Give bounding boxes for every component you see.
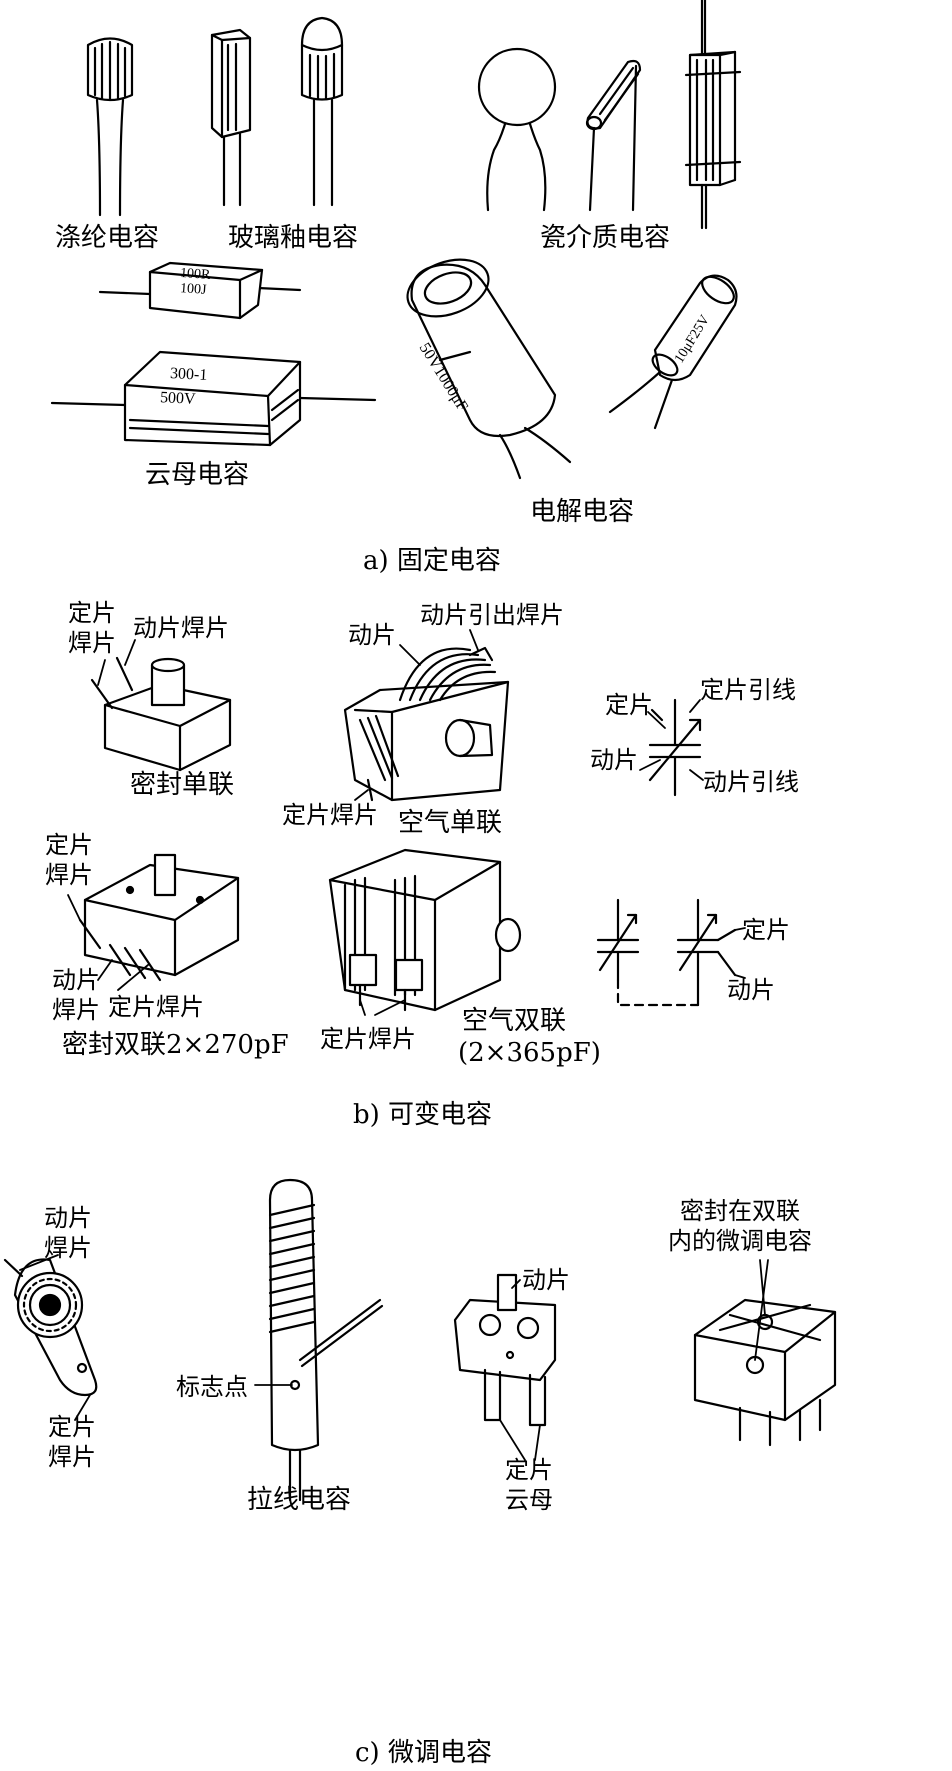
trimmer-3-drawing xyxy=(455,1275,555,1425)
glass-glaze-capacitor-drawing xyxy=(212,30,250,205)
caption-c: c) 微调电容 xyxy=(355,1738,492,1768)
label-dual-sealed-name: 密封双联2×270pF xyxy=(62,1030,289,1060)
label-glass: 玻璃釉电容 xyxy=(228,223,359,253)
label-sym1-rotor-lead: 动片引线 xyxy=(703,768,799,796)
trimmer-1-drawing xyxy=(5,1259,96,1395)
electrolytic-large-capacitor-drawing xyxy=(400,249,570,478)
label-sym2-stator: 定片 xyxy=(742,916,790,944)
mica-small-capacitor-drawing xyxy=(100,263,300,318)
glass-glaze-capacitor2-drawing xyxy=(302,18,342,205)
label-trim1-stator: 定片 焊片 xyxy=(48,1413,96,1471)
label-ceramic: 瓷介质电容 xyxy=(540,223,671,253)
air-single-variable-drawing xyxy=(345,648,508,800)
label-wire-mark: 标志点 xyxy=(176,1373,248,1401)
label-dual-sealed-rotor: 动片 焊片 xyxy=(52,966,100,1024)
label-dacron: 涤纶电容 xyxy=(55,223,160,253)
variable-capacitor-symbol-2 xyxy=(598,900,735,1005)
sealed-dual-variable-drawing xyxy=(80,855,238,980)
label-air-single-rotor-lead: 动片引出焊片 xyxy=(420,601,564,629)
label-dual-sealed-stator2: 定片焊片 xyxy=(108,993,204,1021)
label-air-dual-name: 空气双联 xyxy=(462,1006,567,1036)
variable-capacitor-symbol-1 xyxy=(650,700,700,795)
mica-large-mark-1: 300-1 xyxy=(169,365,208,384)
label-sym1-stator-lead: 定片引线 xyxy=(700,676,796,704)
label-electrolytic: 电解电容 xyxy=(530,497,635,527)
label-trim1-rotor: 动片 焊片 xyxy=(44,1204,92,1262)
electrolytic-small-capacitor-drawing xyxy=(610,271,738,428)
dacron-capacitor-drawing xyxy=(88,39,132,216)
label-single-sealed-name: 密封单联 xyxy=(130,770,235,800)
mica-large-mark-2: 500V xyxy=(159,389,197,408)
label-trim3-rotor: 动片 xyxy=(522,1266,570,1294)
mica-large-capacitor-drawing xyxy=(52,352,375,445)
label-sym2-rotor: 动片 xyxy=(727,976,775,1004)
label-air-single-rotor: 动片 xyxy=(348,621,396,649)
label-sym1-rotor: 动片 xyxy=(590,746,638,774)
label-single-sealed-stator: 定片 焊片 xyxy=(68,599,116,657)
mica-small-mark-2: 100J xyxy=(179,281,207,298)
label-air-single-stator: 定片焊片 xyxy=(282,801,378,829)
ceramic-tube-capacitor-drawing xyxy=(587,61,640,210)
label-single-sealed-rotor: 动片焊片 xyxy=(133,614,229,642)
label-air-dual-value: (2×365pF) xyxy=(458,1038,601,1068)
caption-b: b) 可变电容 xyxy=(353,1100,493,1130)
label-mica: 云母电容 xyxy=(145,460,250,490)
label-air-single-name: 空气单联 xyxy=(398,808,503,838)
wire-wound-trimmer-drawing xyxy=(270,1180,382,1500)
air-dual-variable-drawing xyxy=(330,850,520,1010)
label-air-dual-stator: 定片焊片 xyxy=(320,1025,416,1053)
label-sym1-stator: 定片 xyxy=(605,691,653,719)
leader-lines xyxy=(20,630,768,1460)
label-wire-name: 拉线电容 xyxy=(247,1485,352,1515)
ceramic-feedthrough-capacitor-drawing xyxy=(686,0,740,228)
label-trim4-desc: 密封在双联 内的微调电容 xyxy=(668,1197,812,1255)
ceramic-disc-capacitor-drawing xyxy=(479,49,555,210)
caption-a: a) 固定电容 xyxy=(363,546,501,576)
sealed-trimmer-drawing xyxy=(695,1300,835,1445)
sealed-single-variable-drawing xyxy=(92,658,230,770)
label-dual-sealed-stator: 定片 焊片 xyxy=(45,831,93,889)
label-trim3-stator: 定片 云母 xyxy=(505,1456,553,1514)
